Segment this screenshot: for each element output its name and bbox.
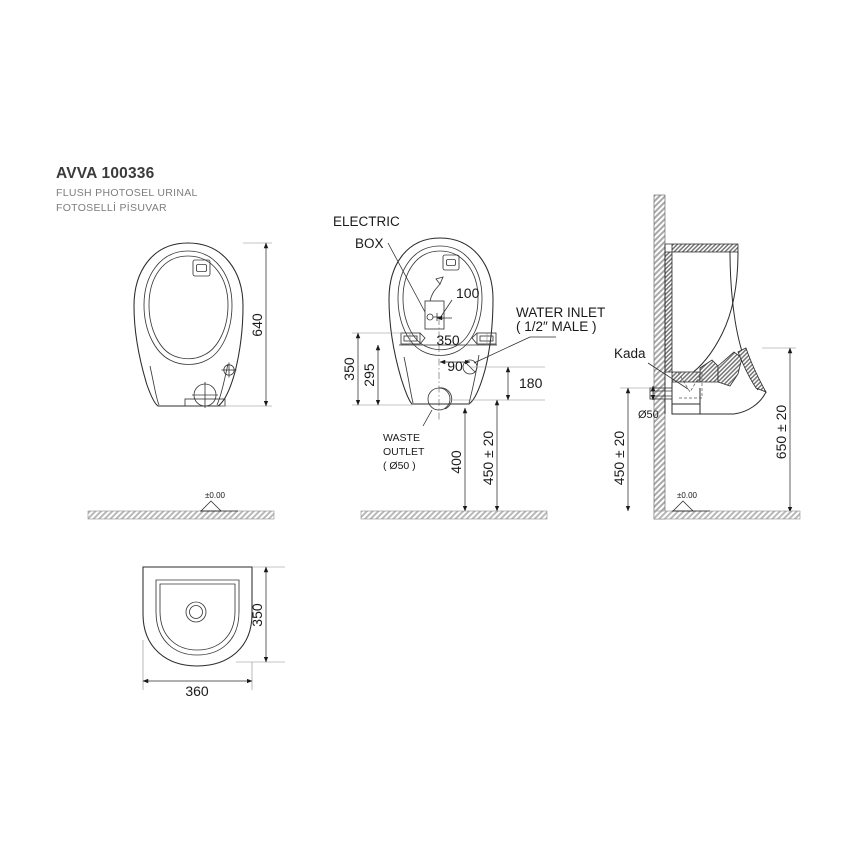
plan-drain-hole (185, 601, 207, 623)
photocell-sensor-icon-2 (442, 254, 460, 271)
dim-plan-depth: 350 (249, 603, 265, 627)
dim-top-from-floor: 650 ± 20 (773, 405, 789, 460)
subtitle-english: FLUSH PHOTOSEL URINAL (56, 187, 198, 199)
photocell-sensor-icon (192, 259, 211, 277)
label-electric: ELECTRIC (333, 214, 400, 229)
mounting-bracket-left (400, 332, 426, 345)
electric-box (424, 276, 445, 330)
dim-bracket-spacing: 350 (436, 332, 460, 348)
dim-inlet-height-ref: 295 (361, 363, 377, 387)
dim-front-height: 640 (249, 313, 265, 337)
dim-electric-box-offset: 100 (456, 285, 480, 301)
dim-waste-from-floor: 400 (448, 450, 464, 474)
label-kada: Kada (614, 346, 646, 361)
page-title: AVVA 100336 (56, 165, 155, 182)
label-waste-outlet-line2: OUTLET (383, 446, 425, 458)
dim-inlet-to-waste: 180 (519, 375, 543, 391)
level-value-front: ±0.00 (205, 491, 226, 500)
dim-inlet-offset: 90 (447, 358, 463, 374)
dim-outlet-dia: Ø50 (638, 409, 659, 421)
dim-bracket-height: 350 (341, 357, 357, 381)
level-marker-front: ±0.00 (200, 491, 238, 512)
level-marker-section: ±0.00 (672, 491, 710, 512)
mounting-bracket-right (471, 332, 497, 345)
label-waste-outlet-line1: WASTE (383, 432, 420, 444)
waste-outlet-port (427, 387, 453, 411)
level-value-section: ±0.00 (677, 491, 698, 500)
label-waste-outlet-line3: ( Ø50 ) (383, 460, 416, 472)
plan-view: 350 360 (142, 566, 285, 699)
installation-elevation-view: ELECTRIC BOX 100 350 90 350 295 WATER IN… (333, 214, 605, 520)
label-water-inlet-line2: ( 1/2″ MALE ) (516, 319, 597, 334)
front-elevation-view: 640 ±0.00 (87, 242, 275, 520)
dim-outlet-from-floor: 450 ± 20 (611, 431, 627, 486)
dim-rim-from-floor: 450 ± 20 (480, 431, 496, 486)
subtitle-turkish: FOTOSELLİ PİSUVAR (56, 201, 167, 214)
center-mark-upper (221, 362, 237, 378)
dim-plan-width: 360 (185, 683, 209, 699)
waste-outlet-mark (184, 382, 226, 408)
side-section-view: Kada Ø50 450 ± 20 650 ± 20 ±0.00 (611, 194, 801, 520)
label-water-inlet-line1: WATER INLET (516, 305, 605, 320)
label-box: BOX (355, 236, 384, 251)
